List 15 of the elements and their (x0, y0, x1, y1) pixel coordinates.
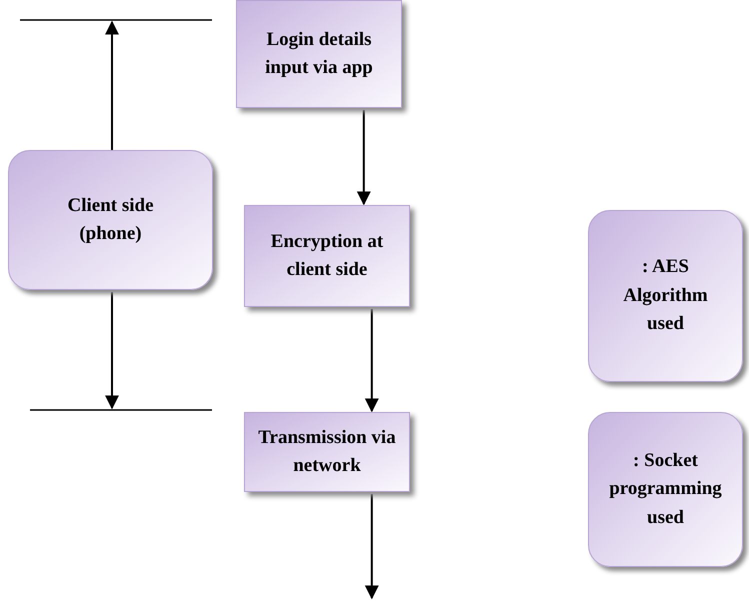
node-label: Transmission via network (257, 426, 397, 478)
note-box (8, 150, 213, 290)
note-box (588, 412, 743, 567)
node-label: Login details input via app (264, 28, 374, 80)
arrow (364, 309, 379, 412)
node-label: : Socket programming used (608, 448, 723, 530)
node-label: : AES Algorithm used (622, 255, 709, 336)
arrow (356, 110, 371, 206)
process-box (244, 205, 410, 307)
process-box (244, 412, 410, 492)
arrow (364, 494, 379, 600)
process-box (236, 0, 402, 108)
note-box (588, 210, 743, 382)
node-label: Client side (phone) (66, 194, 155, 246)
node-label: Encryption at client side (270, 230, 384, 282)
